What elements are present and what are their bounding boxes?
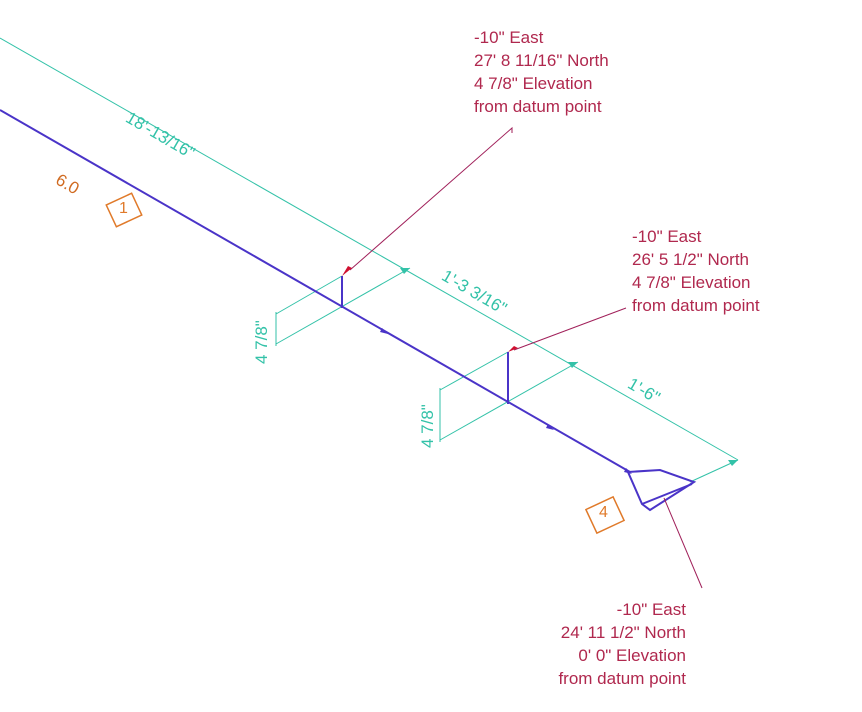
leader-line-3: [663, 497, 703, 589]
extension-line-5: [689, 459, 739, 483]
rise-2-dimension-text: 4 7/8": [418, 404, 437, 448]
annotation-1: -10" East 27' 8 11/16" North 4 7/8" Elev…: [474, 26, 609, 118]
tag-1-box: [105, 192, 143, 228]
annotation-3-north: 24' 11 1/2" North: [560, 623, 686, 642]
annotation-1-east: -10" East: [474, 28, 544, 47]
tag-4-label: 4: [599, 504, 608, 521]
annotation-2-elevation: 4 7/8" Elevation: [632, 273, 751, 292]
annotation-2-north: 26' 5 1/2" North: [632, 250, 750, 269]
leader-tip-2: [508, 346, 518, 352]
tag-4-box: [584, 495, 626, 535]
annotation-2: -10" East 26' 5 1/2" North 4 7/8" Elevat…: [632, 225, 760, 317]
annotation-3-datum: from datum point: [558, 669, 686, 688]
rise-1-dimension-text: 4 7/8": [252, 320, 271, 364]
leader-line-2: [513, 307, 627, 351]
dimension-arrow-2: [568, 362, 578, 368]
flow-arrow-2: [546, 424, 554, 430]
leader-tip-1: [342, 266, 352, 276]
extension-line-4: [439, 351, 509, 391]
pipe-line: [0, 109, 631, 473]
annotation-1-north: 27' 8 11/16" North: [474, 51, 609, 70]
annotation-1-elevation: 4 7/8" Elevation: [474, 74, 593, 93]
annotation-3-east: -10" East: [616, 600, 686, 619]
tag-1-label: 1: [119, 200, 128, 217]
leader-line-1: [349, 126, 513, 271]
flow-arrow-1: [380, 328, 388, 334]
end-support-symbol: [626, 468, 697, 512]
annotation-1-datum: from datum point: [474, 97, 602, 116]
dimension-arrow-3: [728, 460, 738, 466]
annotation-2-east: -10" East: [632, 227, 702, 246]
annotation-2-datum: from datum point: [632, 296, 760, 315]
annotation-3-elevation: 0' 0" Elevation: [578, 646, 686, 665]
overall-dimension-line: [0, 37, 739, 461]
dimension-arrow-1: [400, 268, 410, 274]
annotation-3: -10" East 24' 11 1/2" North 0' 0" Elevat…: [558, 598, 686, 690]
extension-line-2: [275, 275, 343, 315]
end-support-base: [641, 483, 693, 505]
